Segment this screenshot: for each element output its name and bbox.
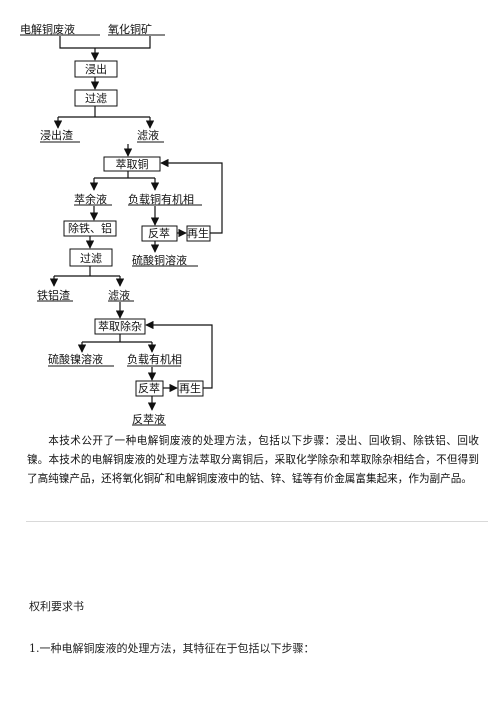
step-leach: 浸出 <box>74 60 118 78</box>
step-regen-2: 再生 <box>177 380 204 397</box>
input-label-copper-ore: 氧化铜矿 <box>108 22 152 36</box>
filtrate-1-label: 滤液 <box>137 128 159 142</box>
strip-liquor-label: 反萃液 <box>132 412 165 426</box>
loaded-organic-label: 负载有机相 <box>127 352 182 366</box>
step-leach-label: 浸出 <box>85 62 107 76</box>
niso4-solution-label: 硫酸镍溶液 <box>48 352 103 366</box>
claims-heading: 权利要求书 <box>29 600 84 613</box>
filtrate-2-label: 滤液 <box>108 288 130 302</box>
step-strip-1: 反萃 <box>141 225 178 242</box>
step-regen-2-label: 再生 <box>179 381 201 395</box>
step-strip-2: 反萃 <box>135 380 164 397</box>
step-filter-2: 过滤 <box>69 248 113 267</box>
step-fe-al-removal: 除铁、铝 <box>63 220 117 237</box>
step-regen-1: 再生 <box>186 225 211 242</box>
flow-connectors <box>49 36 223 411</box>
step-filter-1: 过滤 <box>74 89 118 107</box>
step-impurity-extraction-label: 萃取除杂 <box>98 319 142 333</box>
abstract-paragraph: 本技术公开了一种电解铜废液的处理方法，包括以下步骤：浸出、回收铜、除铁铝、回收镍… <box>27 435 479 485</box>
step-filter-1-label: 过滤 <box>85 92 107 105</box>
step-strip-2-label: 反萃 <box>138 382 160 395</box>
claim-1-text: 1.一种电解铜废液的处理方法，其特征在于包括以下步骤： <box>29 642 315 655</box>
leach-residue-label: 浸出渣 <box>40 128 73 142</box>
step-strip-1-label: 反萃 <box>148 227 170 240</box>
section-divider <box>26 521 488 522</box>
loaded-organic-cu-label: 负载铜有机相 <box>128 192 194 206</box>
step-impurity-extraction: 萃取除杂 <box>94 318 146 335</box>
input-label-copper-waste: 电解铜废液 <box>20 22 75 36</box>
step-filter-2-label: 过滤 <box>80 252 102 265</box>
step-copper-extraction: 萃取铜 <box>103 156 161 172</box>
process-flowchart: 电解铜废液 氧化铜矿 浸出 过滤 浸出渣 滤液 萃取铜 萃余液 负载铜有机相 除… <box>20 22 223 426</box>
step-copper-extraction-label: 萃取铜 <box>116 157 149 171</box>
fe-al-residue-label: 铁铝渣 <box>37 288 70 302</box>
raffinate-label: 萃余液 <box>74 192 107 206</box>
step-fe-al-removal-label: 除铁、铝 <box>68 221 112 235</box>
cuso4-solution-label: 硫酸铜溶液 <box>132 253 187 267</box>
step-regen-1-label: 再生 <box>187 226 209 240</box>
